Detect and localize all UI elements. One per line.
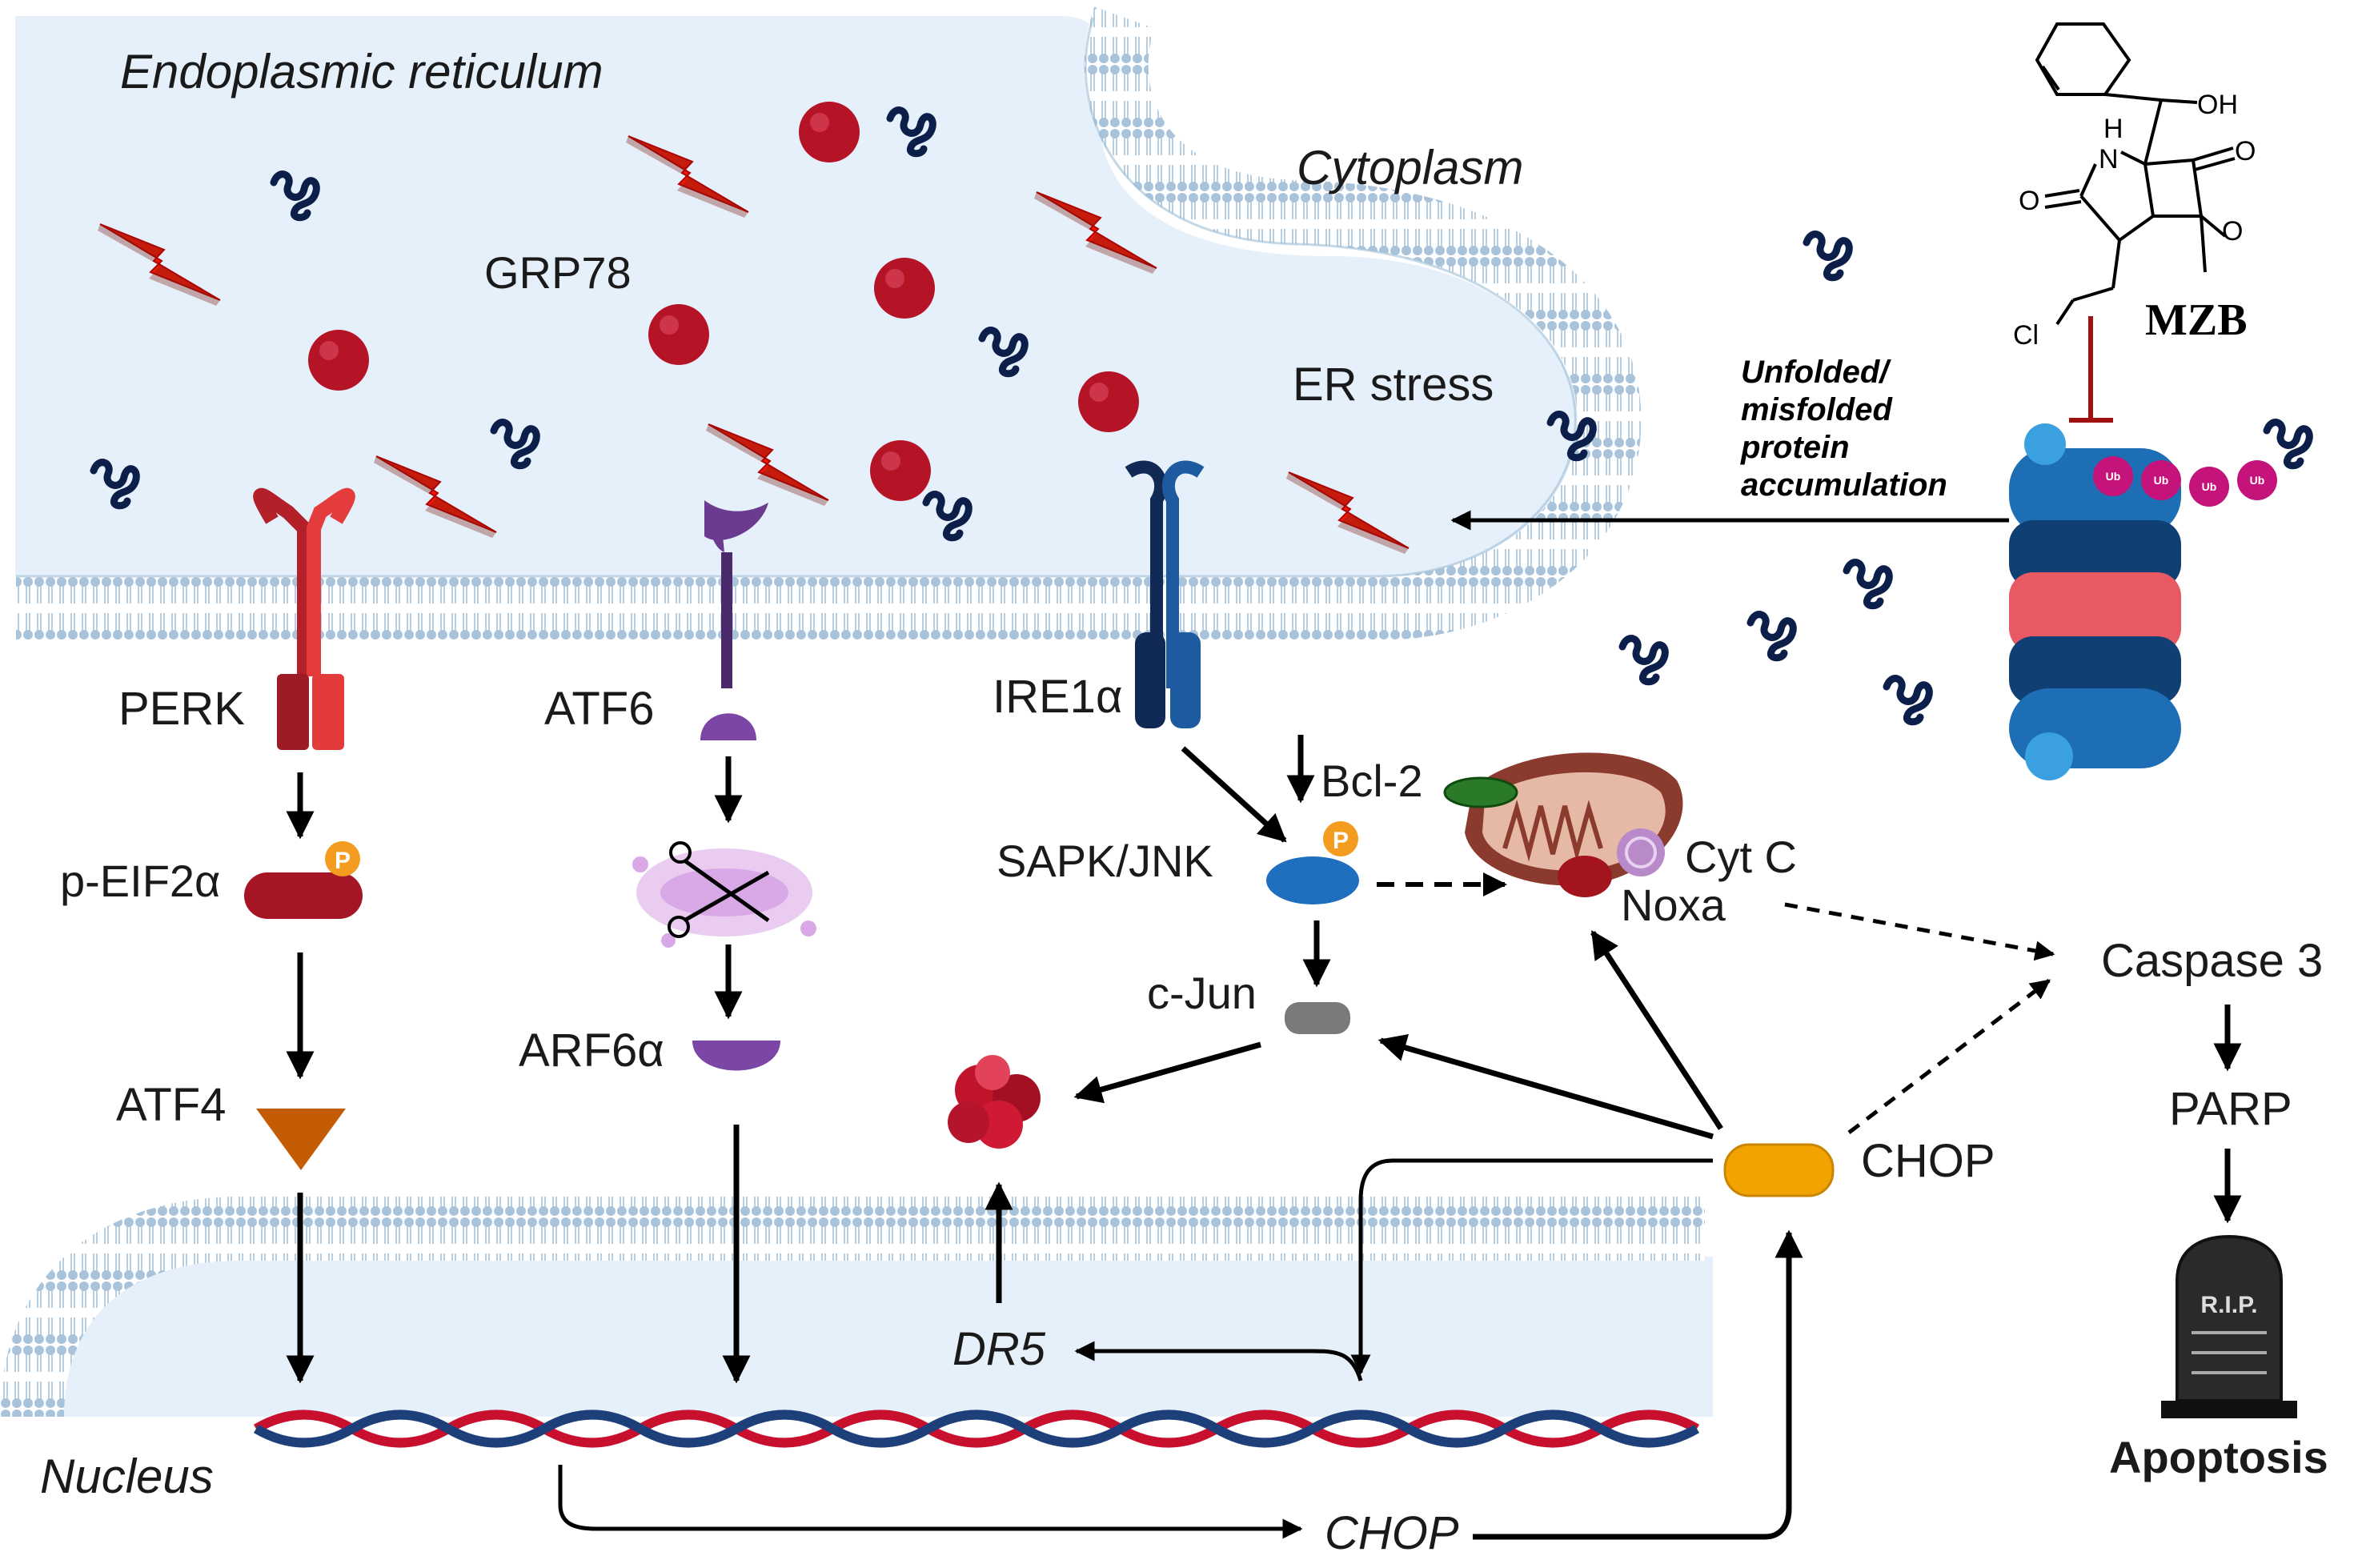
atf4-protein [256,1109,346,1170]
c-jun-protein [1285,1002,1350,1034]
grp78-chaperone-icon [870,440,931,501]
unfolded-protein-icon [1622,639,1665,682]
proteasome [2009,423,2181,780]
ire1a-label: IRE1α [993,671,1122,723]
ub-tag: Ub [2250,474,2265,487]
unfolded-protein-icon [1750,615,1793,658]
grp78-chaperone-icon [648,304,709,365]
apoptosis-label: Apoptosis [2109,1432,2328,1482]
parp-label: PARP [2169,1083,2292,1135]
chop-label: CHOP [1861,1135,1995,1187]
er-inner-membrane [16,6,1642,640]
dr5-gene-label: DR5 [952,1323,1046,1375]
dr5-receptor-cluster [948,1055,1041,1149]
er-lumen [15,6,1642,640]
sapk-jnk-label: SAPK/JNK [997,836,1213,886]
atom-o-ring: O [2222,216,2243,247]
ub-tag: Ub [2106,470,2121,483]
mitochondrion [1443,752,1683,897]
atom-h: H [2103,114,2123,144]
chop-protein [1723,1143,1835,1197]
perk-receptor [253,487,355,750]
atom-cl: Cl [2013,320,2039,351]
p-eif2a-label: p-EIF2α [60,856,220,906]
mzb-structure [2035,22,2236,326]
grp78-chaperone-icon [308,330,369,391]
arf6a-protein [692,1041,780,1071]
atom-o-lactone: O [2235,136,2256,166]
atom-o-ketone: O [2019,186,2039,216]
rip-text: R.I.P. [2200,1292,2257,1318]
cytoplasm-region-label: Cytoplasm [1297,141,1523,194]
golgi-cleavage [632,841,816,948]
unfolded-label-line3: protein [1740,430,1850,465]
tombstone-icon: R.I.P. [2161,1234,2297,1418]
unfolded-protein-icon [1847,563,1889,606]
grp78-label: GRP78 [484,247,632,298]
grp78-chaperone-icon [799,102,860,162]
unfolded-label-line1: Unfolded/ [1741,355,1891,390]
bcl2-label: Bcl-2 [1321,756,1423,806]
ub-tag: Ub [2202,480,2217,493]
atom-oh: OH [2197,90,2238,120]
unfolded-protein-icon [1887,679,1929,722]
phospho-badge-jnk: P [1333,828,1349,854]
unfolded-protein-icon [1807,235,1849,278]
atf4-label: ATF4 [116,1079,227,1131]
noxa-label: Noxa [1621,880,1726,930]
caspase3-label: Caspase 3 [2101,935,2323,987]
atom-n: N [2099,144,2119,174]
ubiquitin-chain: Ub Ub Ub Ub [2093,423,2309,507]
grp78-chaperone-icon [874,258,935,319]
mzb-label: MZB [2145,295,2248,345]
er-stress-label: ER stress [1293,359,1494,411]
chop-gene-label: CHOP [1325,1507,1459,1559]
ub-tag: Ub [2154,474,2169,487]
perk-label: PERK [118,683,245,735]
nuclear-envelope [0,1197,1713,1418]
p-eif2a-protein: P [244,841,363,919]
c-jun-label: c-Jun [1147,968,1257,1018]
dna-helix [253,1410,1700,1448]
atf6-label: ATF6 [544,683,655,735]
er-region-label: Endoplasmic reticulum [120,45,604,98]
unfolded-label-line2: misfolded [1741,392,1893,427]
unfolded-label-line4: accumulation [1741,467,1947,503]
phospho-badge: P [335,848,351,874]
atf6-receptor [700,500,768,740]
cyt-c-label: Cyt C [1685,832,1797,882]
arf6a-label: ARF6α [519,1025,664,1077]
ire1a-receptor [1125,460,1205,728]
grp78-chaperone-icon [1078,371,1139,432]
sapk-jnk-protein: P [1266,821,1359,904]
nucleus-region-label: Nucleus [40,1450,214,1503]
mzb-atom-labels: OH H N O O O Cl [2013,90,2256,351]
